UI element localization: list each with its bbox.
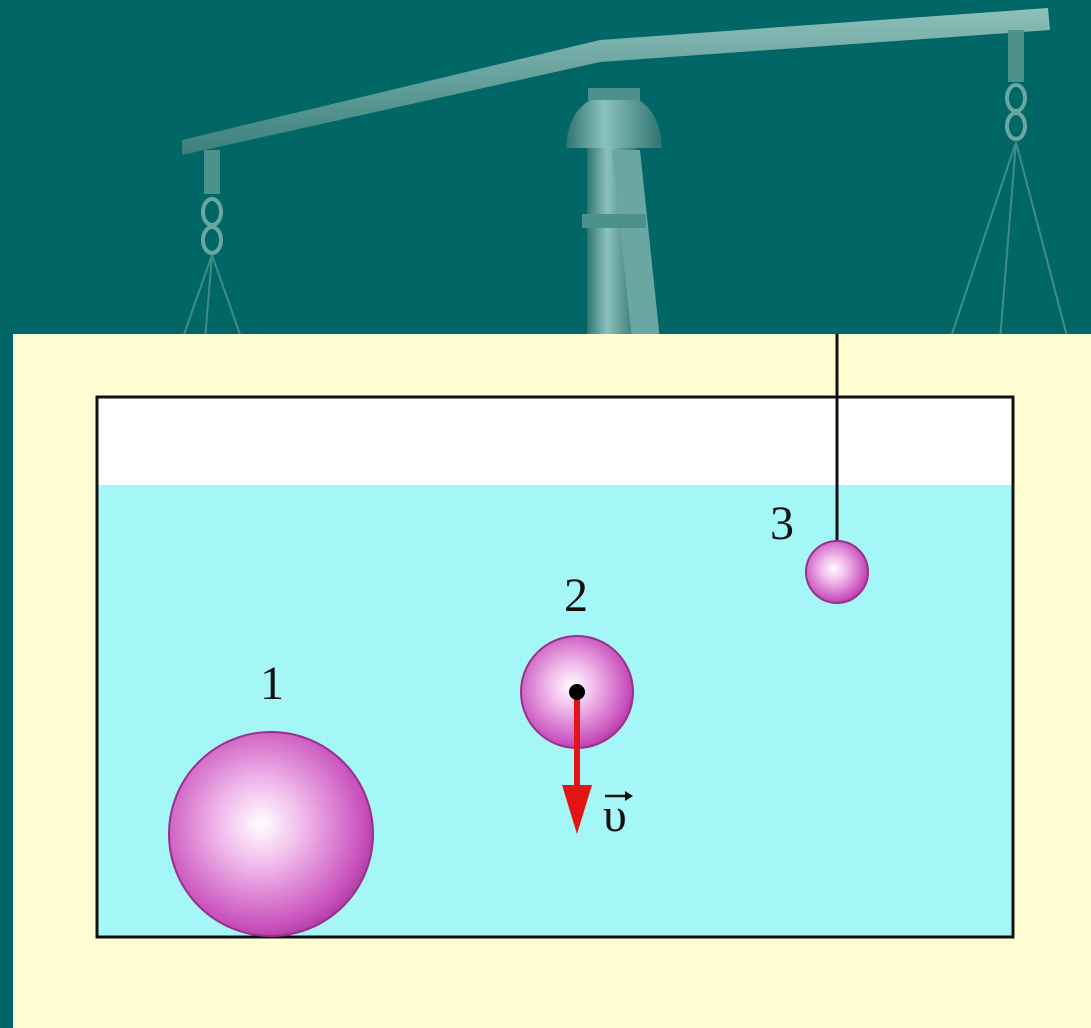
velocity-label: υ	[603, 789, 633, 842]
velocity-symbol: υ	[603, 789, 627, 842]
ball-3-label: 3	[770, 497, 794, 550]
vector-arrow-icon	[605, 791, 633, 801]
ball-3	[805, 540, 869, 604]
ball-1-label: 1	[260, 657, 284, 710]
ball-2-label: 2	[564, 569, 588, 622]
arrow-down-icon	[562, 684, 592, 834]
vessel	[95, 395, 1015, 939]
ball-1	[168, 731, 374, 937]
vessel-air	[97, 397, 1013, 487]
